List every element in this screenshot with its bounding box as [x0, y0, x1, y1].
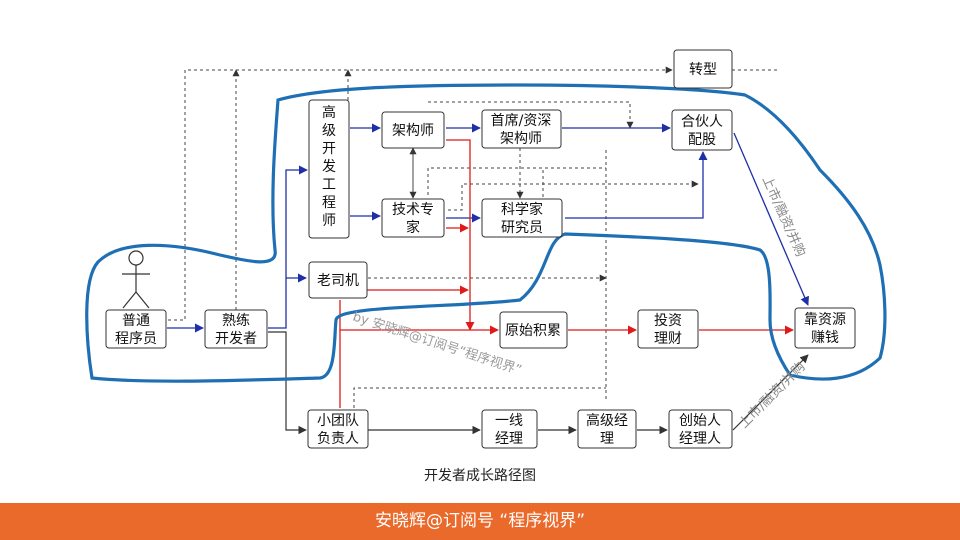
- node-invest-line2: 理财: [654, 331, 682, 347]
- node-senior-c6: 程: [322, 195, 336, 211]
- dashed-connections: [168, 66, 778, 408]
- node-manager: 一线 经理: [481, 409, 538, 449]
- node-scientist: 科学家 研究员: [481, 198, 563, 238]
- red-connections: [339, 139, 794, 408]
- node-programmer: 普通 程序员: [105, 309, 167, 349]
- node-chief: 首席/资深 架构师: [481, 109, 562, 149]
- node-senior-c7: 师: [322, 213, 336, 229]
- node-senior-c3: 开: [322, 141, 336, 157]
- node-partner: 合伙人 配股: [671, 109, 733, 151]
- node-architect-line1: 架构师: [392, 123, 434, 139]
- diagram-caption: 开发者成长路径图: [424, 468, 536, 484]
- blue-connections: [167, 123, 809, 333]
- node-teamlead: 小团队 负责人: [307, 409, 369, 449]
- person-icon: [122, 250, 150, 309]
- watermark: by 安晓辉@订阅号“程序视界”: [351, 310, 524, 379]
- node-skilled-line2: 开发者: [215, 331, 257, 347]
- node-programmer-line2: 程序员: [115, 331, 157, 347]
- highlight-outline: [85, 83, 887, 383]
- node-teamlead-line2: 负责人: [317, 431, 359, 447]
- node-chief-line2: 架构师: [500, 131, 542, 147]
- node-senior-c4: 发: [322, 159, 336, 175]
- node-senior-c2: 级: [322, 123, 336, 139]
- node-senior-c1: 高: [322, 104, 336, 121]
- node-capital: 靠资源 赚钱: [794, 307, 856, 349]
- node-techexpert-line1: 技术专: [392, 202, 434, 218]
- node-techexpert-line2: 家: [406, 219, 420, 236]
- footer-banner: 安晓辉@订阅号 “程序视界”: [0, 503, 960, 540]
- management-connections: [268, 331, 809, 435]
- node-partner-line2: 配股: [688, 132, 716, 148]
- node-scientist-line1: 科学家: [501, 201, 543, 218]
- node-manager-line2: 经理: [495, 431, 523, 447]
- node-scientist-line2: 研究员: [501, 220, 543, 236]
- node-founder: 创始人 经理人: [668, 409, 733, 449]
- node-founder-line2: 经理人: [679, 431, 721, 447]
- edge-label-founder-capital: 上市/融资/并购: [736, 359, 809, 432]
- node-invest: 投资 理财: [637, 309, 699, 349]
- node-programmer-line1: 普通: [122, 313, 150, 329]
- node-skilled-line1: 熟练: [222, 313, 250, 329]
- node-architect: 架构师: [381, 111, 445, 149]
- node-capital-line1: 靠资源: [804, 312, 846, 328]
- node-skilled: 熟练 开发者: [204, 309, 268, 349]
- node-techexpert: 技术专 家: [381, 198, 445, 238]
- node-oldhand-line1: 老司机: [317, 273, 359, 289]
- node-seniormgr-line2: 理: [600, 431, 614, 447]
- node-manager-line1: 一线: [495, 413, 523, 429]
- node-oldhand: 老司机: [308, 261, 368, 299]
- node-transform: 转型: [673, 49, 733, 89]
- node-senior-c5: 工: [322, 177, 336, 193]
- node-invest-line1: 投资: [654, 313, 682, 329]
- nodes: 普通 程序员 熟练 开发者 高 级 开 发 工 程 师 老司机 架构师 技: [105, 49, 856, 449]
- node-accumulate: 原始积累: [499, 311, 568, 349]
- node-chief-line1: 首席/资深: [491, 113, 552, 129]
- node-senior: 高 级 开 发 工 程 师: [308, 99, 350, 239]
- node-partner-line1: 合伙人: [681, 114, 723, 130]
- node-transform-line1: 转型: [689, 62, 717, 78]
- node-accumulate-line1: 原始积累: [505, 323, 561, 339]
- edge-label-partner-capital: 上市/融资/并购: [759, 173, 809, 259]
- node-seniormgr: 高级经 理: [577, 409, 637, 449]
- node-seniormgr-line1: 高级经: [586, 412, 628, 429]
- node-founder-line1: 创始人: [679, 413, 721, 429]
- node-teamlead-line1: 小团队: [317, 413, 359, 429]
- node-capital-line2: 赚钱: [811, 330, 839, 346]
